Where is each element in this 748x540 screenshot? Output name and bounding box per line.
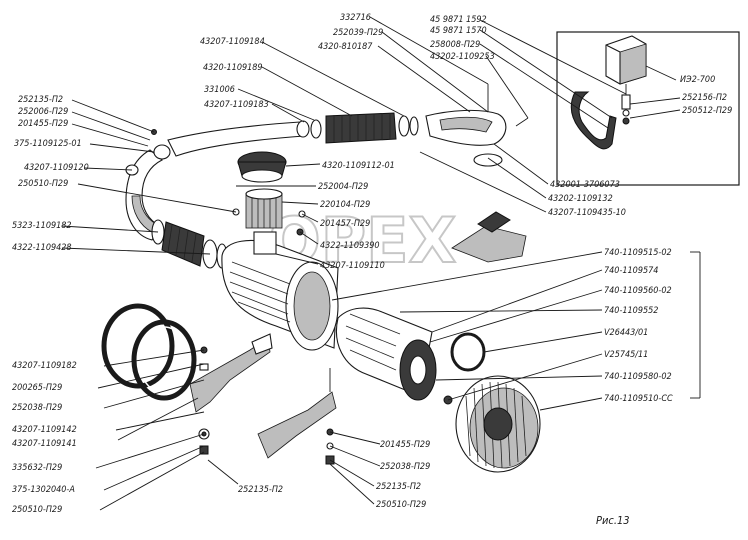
- part-label: 740-1109510-СС: [604, 394, 673, 404]
- part-label: 740-1109560-02: [604, 286, 672, 296]
- part-label: 252038-П29: [380, 462, 430, 472]
- part-label: 335632-П29: [12, 463, 62, 473]
- hose-clamps: [101, 303, 197, 401]
- figure-caption: Рис.13: [596, 514, 630, 527]
- part-label: 45 9871 1570: [430, 26, 487, 36]
- intake-pipe: [167, 119, 322, 157]
- main-housing: [221, 231, 339, 351]
- part-label: 201455-П29: [18, 119, 68, 129]
- bracket-left: [189, 333, 273, 413]
- part-label: 250510-П29: [376, 500, 426, 510]
- part-label: 43207-1109142: [12, 425, 77, 435]
- part-label: 375-1302040-А: [12, 485, 75, 495]
- part-label: 200265-П29: [12, 383, 62, 393]
- part-label: 252004-П29: [318, 182, 368, 192]
- filter-cartridge-small: [245, 188, 283, 229]
- part-label: 252038-П29: [12, 403, 62, 413]
- part-label: V25745/11: [604, 350, 648, 360]
- part-label: 252006-П29: [18, 107, 68, 117]
- bellows-small: [151, 219, 228, 269]
- part-label: 432001-3706073: [550, 180, 620, 190]
- part-label: 43207-1109141: [12, 439, 77, 449]
- part-label: 740-1109552: [604, 306, 658, 316]
- part-label: 43202-1109253: [430, 52, 495, 62]
- fasteners: [151, 129, 335, 465]
- part-label: 250510-П29: [18, 179, 68, 189]
- inset-indicator-box: [556, 31, 740, 186]
- part-label: 5323-1109182: [12, 221, 72, 231]
- leader-lines: [61, 16, 681, 511]
- part-label: 252135-П2: [18, 95, 63, 105]
- part-label: 4322-1109428: [12, 243, 72, 253]
- part-label: 4320-1109189: [203, 63, 263, 73]
- bellows-top: [325, 112, 419, 144]
- part-label: 740-1109580-02: [604, 372, 672, 382]
- label-group-brace: [690, 251, 701, 399]
- part-label: 258008-П29: [430, 40, 480, 50]
- part-label: 201457-П29: [320, 219, 370, 229]
- part-label: 375-1109125-01: [14, 139, 82, 149]
- part-label: 43207-1109183: [204, 100, 269, 110]
- part-label: 250512-П29: [682, 106, 732, 116]
- part-label: 252039-П29: [333, 28, 383, 38]
- end-cover: [455, 375, 541, 473]
- part-label: 252135-П2: [376, 482, 421, 492]
- bracket-right: [257, 368, 337, 459]
- top-cap: [237, 151, 287, 183]
- part-label: 43207-1109182: [12, 361, 77, 371]
- intake-elbow: [425, 84, 529, 167]
- part-label: 43207-1109110: [320, 261, 385, 271]
- part-label: 250510-П29: [12, 505, 62, 515]
- part-label: 4322-1109390: [320, 241, 380, 251]
- part-label: 43207-1109184: [200, 37, 265, 47]
- filter-element: [336, 307, 486, 405]
- part-label: 332716: [340, 13, 371, 23]
- part-label: V26443/01: [604, 328, 648, 338]
- part-label: 252135-П2: [238, 485, 283, 495]
- part-label: 740-1109515-02: [604, 248, 672, 258]
- part-label: 4320-810187: [318, 42, 373, 52]
- part-label: ИЭ2-700: [680, 75, 715, 85]
- cover-plate: [451, 211, 527, 263]
- part-label: 43207-1109435-10: [548, 208, 626, 218]
- part-label: 43202-1109132: [548, 194, 613, 204]
- part-label: 43207-1109120: [24, 163, 89, 173]
- part-label: 4320-1109112-01: [322, 161, 395, 171]
- part-labels: 332716 252039-П29 4320-810187 45 9871 15…: [12, 13, 732, 515]
- part-label: 45 9871 1592: [430, 15, 487, 25]
- part-label: 201455-П29: [380, 440, 430, 450]
- part-label: 220104-П29: [320, 200, 370, 210]
- part-label: 331006: [204, 85, 235, 95]
- part-label: 740-1109574: [604, 266, 658, 276]
- part-label: 252156-П2: [682, 93, 727, 103]
